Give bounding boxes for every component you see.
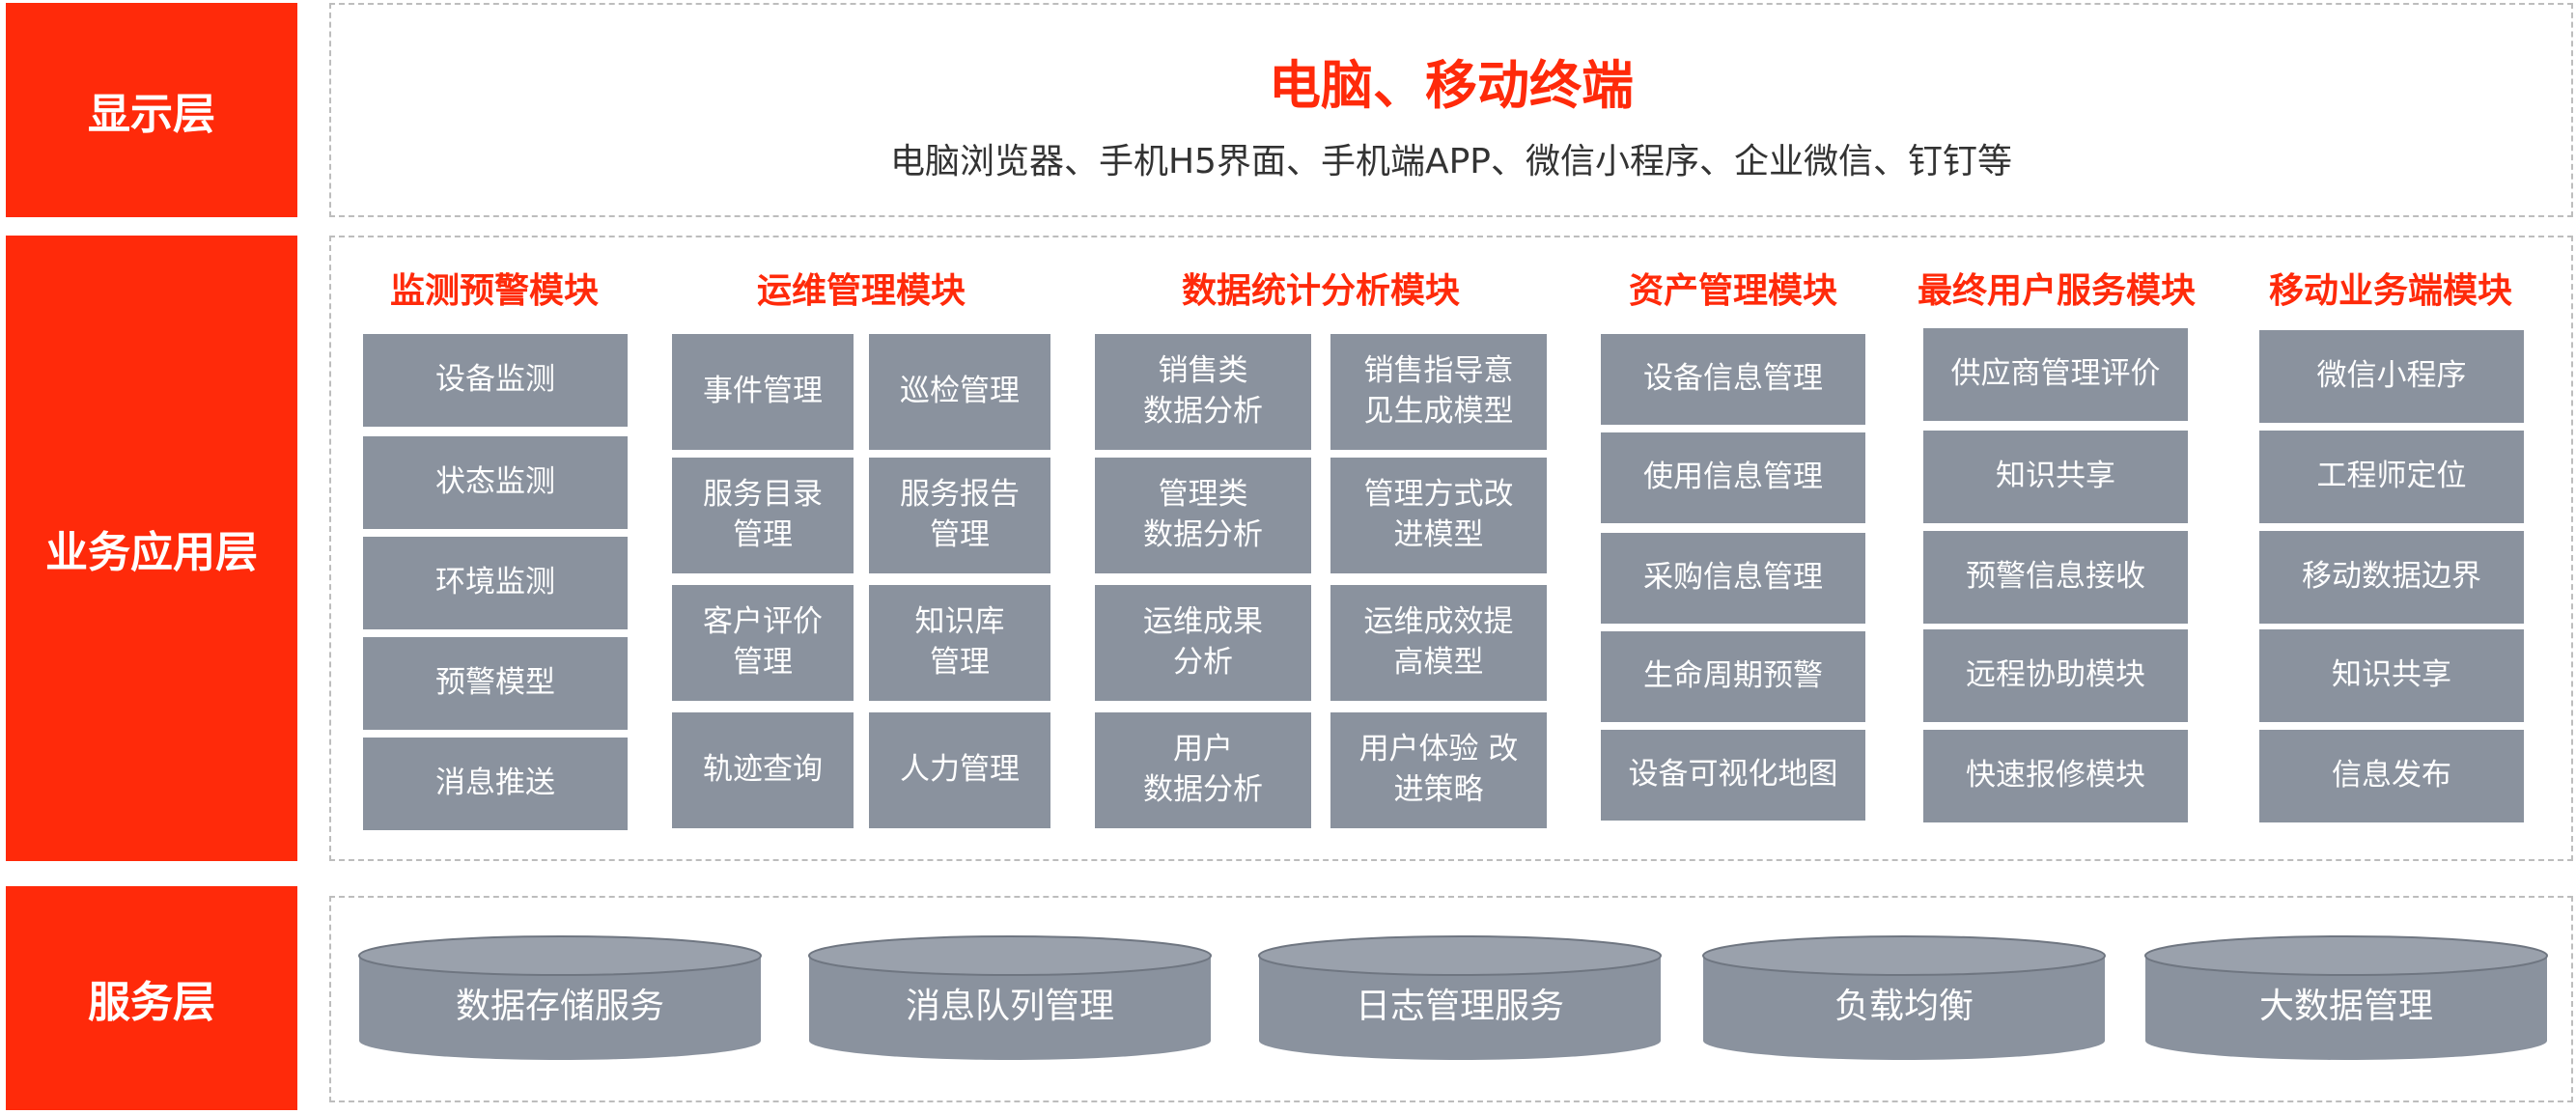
module-item: 采购信息管理 <box>1601 533 1865 624</box>
module-item: 供应商管理评价 <box>1923 328 2188 421</box>
module-item: 巡检管理 <box>869 334 1050 450</box>
module-item: 远程协助模块 <box>1923 629 2188 722</box>
layer-label-service: 服务层 <box>6 886 297 1110</box>
module-item: 微信小程序 <box>2259 330 2524 423</box>
module-title-assets: 资产管理模块 <box>1628 271 1837 311</box>
module-title-statistics: 数据统计分析模块 <box>1181 271 1460 311</box>
module-item: 客户评价 管理 <box>672 585 854 701</box>
layer-label-display: 显示层 <box>6 3 297 217</box>
module-item: 状态监测 <box>363 436 628 529</box>
module-item: 设备监测 <box>363 334 628 427</box>
database-icon: 日志管理服务 <box>1258 935 1662 1060</box>
module-item: 移动数据边界 <box>2259 531 2524 624</box>
module-item: 轨迹查询 <box>672 712 854 828</box>
module-item: 服务报告 管理 <box>869 458 1050 573</box>
module-item: 生命周期预警 <box>1601 631 1865 722</box>
module-item: 事件管理 <box>672 334 854 450</box>
module-item: 预警模型 <box>363 637 628 730</box>
module-item: 快速报修模块 <box>1923 730 2188 822</box>
module-item: 管理类 数据分析 <box>1095 458 1311 573</box>
module-item: 用户 数据分析 <box>1095 712 1311 828</box>
module-item: 销售指导意 见生成模型 <box>1330 334 1547 450</box>
module-item: 使用信息管理 <box>1601 432 1865 523</box>
database-icon: 负载均衡 <box>1702 935 2106 1060</box>
display-subtitle: 电脑浏览器、手机H5界面、手机端APP、微信小程序、企业微信、钉钉等 <box>889 142 2013 181</box>
module-title-enduser: 最终用户服务模块 <box>1917 271 2196 311</box>
business-panel <box>329 236 2573 861</box>
module-title-operations: 运维管理模块 <box>756 271 966 311</box>
module-item: 服务目录 管理 <box>672 458 854 573</box>
module-title-mobile: 移动业务端模块 <box>2268 271 2512 311</box>
service-panel <box>329 896 2573 1102</box>
module-item: 环境监测 <box>363 537 628 629</box>
module-item: 预警信息接收 <box>1923 531 2188 624</box>
service-label: 日志管理服务 <box>1356 987 1564 1026</box>
database-icon: 消息队列管理 <box>808 935 1212 1060</box>
module-item: 工程师定位 <box>2259 431 2524 523</box>
module-item: 知识共享 <box>1923 431 2188 523</box>
database-icon: 大数据管理 <box>2144 935 2548 1060</box>
module-item: 知识库 管理 <box>869 585 1050 701</box>
module-item: 运维成效提 高模型 <box>1330 585 1547 701</box>
database-icon: 数据存储服务 <box>358 935 762 1060</box>
service-label: 消息队列管理 <box>906 987 1114 1026</box>
service-label: 数据存储服务 <box>456 987 664 1026</box>
module-item: 人力管理 <box>869 712 1050 828</box>
module-item: 信息发布 <box>2259 730 2524 822</box>
module-title-monitoring: 监测预警模块 <box>389 271 599 311</box>
service-label: 大数据管理 <box>2259 987 2433 1026</box>
module-item: 设备信息管理 <box>1601 334 1865 425</box>
module-item: 管理方式改 进模型 <box>1330 458 1547 573</box>
service-label: 负载均衡 <box>1834 987 1974 1026</box>
module-item: 销售类 数据分析 <box>1095 334 1311 450</box>
module-item: 消息推送 <box>363 738 628 830</box>
module-item: 知识共享 <box>2259 629 2524 722</box>
module-item: 用户体验 改 进策略 <box>1330 712 1547 828</box>
module-item: 设备可视化地图 <box>1601 730 1865 821</box>
display-panel <box>329 3 2573 217</box>
display-title: 电脑、移动终端 <box>1269 55 1634 116</box>
module-item: 运维成果 分析 <box>1095 585 1311 701</box>
layer-label-business: 业务应用层 <box>6 236 297 861</box>
